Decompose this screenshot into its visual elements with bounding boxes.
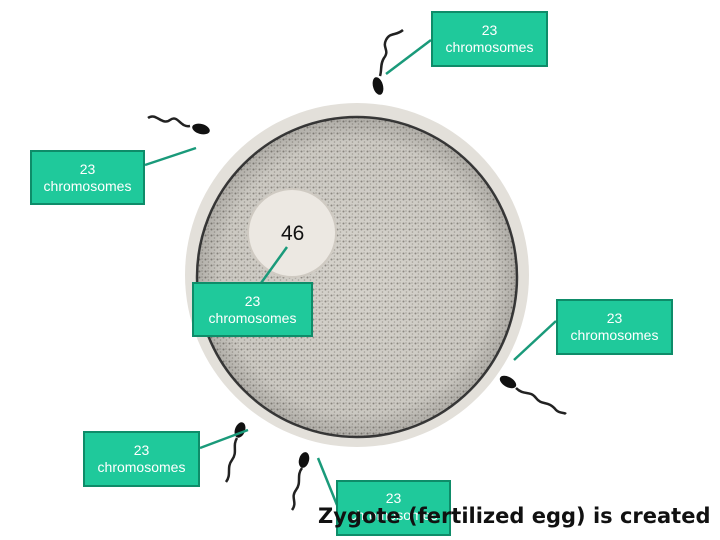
sperm-bottom xyxy=(290,452,310,511)
label-lower-left: 23 chromosomes xyxy=(83,431,200,487)
label-top: 23 chromosomes xyxy=(431,11,548,67)
connector-lines xyxy=(144,39,557,506)
label-unit: chromosomes xyxy=(43,177,132,194)
label-count: 23 xyxy=(133,442,150,458)
connector-bottom xyxy=(316,457,339,506)
sperm-top xyxy=(372,28,404,95)
connector-lower-left xyxy=(199,428,249,450)
sperm-lower-left xyxy=(224,422,246,483)
nucleus xyxy=(247,188,337,278)
label-upper-left: 23 chromosomes xyxy=(30,150,145,205)
egg-shading xyxy=(197,117,517,437)
label-count: 23 xyxy=(79,160,96,177)
sperm-upper-left xyxy=(147,115,210,135)
label-unit: chromosomes xyxy=(445,39,534,55)
sperm-right xyxy=(499,375,567,416)
zygote-caption: Zygote (fertilized egg) is created xyxy=(318,504,711,528)
connector-upper-left xyxy=(144,146,197,167)
label-count: 23 xyxy=(385,490,402,506)
label-right: 23 chromosomes xyxy=(556,299,673,355)
label-bottom: 23 chromosomes xyxy=(336,480,451,536)
connector-top xyxy=(385,39,432,75)
label-center: 23 chromosomes xyxy=(192,282,313,337)
nucleus-chromosome-count: 46 xyxy=(281,222,305,245)
label-count: 23 xyxy=(606,310,623,326)
label-count: 23 xyxy=(481,22,498,38)
label-unit: chromosomes xyxy=(97,459,186,475)
connector-right xyxy=(513,320,557,361)
label-unit: chromosomes xyxy=(208,309,297,326)
label-unit: chromosomes xyxy=(349,507,438,523)
label-unit: chromosomes xyxy=(570,327,659,343)
label-count: 23 xyxy=(244,292,261,309)
